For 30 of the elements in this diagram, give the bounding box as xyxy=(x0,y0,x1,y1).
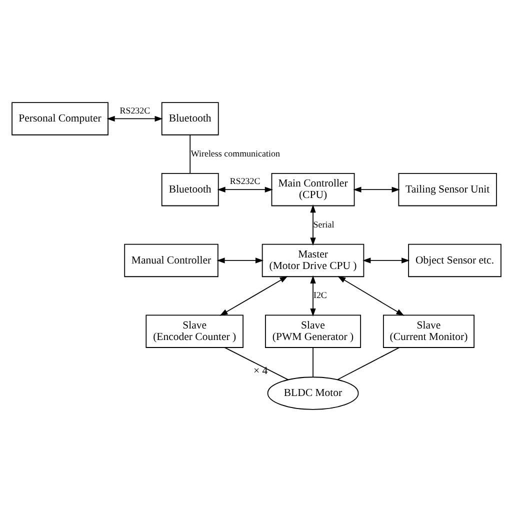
edge-label: Wireless communication xyxy=(190,148,280,158)
node-box: Slave (Encoder Counter ) xyxy=(146,314,244,348)
node-box: Master (Motor Drive CPU ) xyxy=(262,244,364,278)
node-box: Object Sensor etc. xyxy=(408,244,502,278)
edge-label: Serial xyxy=(313,219,334,230)
node-box: Personal Computer xyxy=(12,102,108,136)
edge-label: RS232C xyxy=(120,105,150,116)
node-ellipse: BLDC Motor xyxy=(267,376,359,410)
arrow xyxy=(216,258,264,264)
connector xyxy=(190,134,191,174)
node-box: Bluetooth xyxy=(161,173,219,206)
node-box: Slave (Current Monitor) xyxy=(383,314,474,348)
arrow xyxy=(106,116,163,122)
connector xyxy=(337,347,400,380)
edge-label: RS232C xyxy=(230,176,260,186)
connector xyxy=(312,347,314,378)
arrow xyxy=(220,276,288,316)
node-box: Bluetooth xyxy=(161,102,219,136)
arrow xyxy=(310,204,316,246)
edge-label: I2C xyxy=(313,290,327,300)
connector xyxy=(224,347,289,380)
node-box: Tailing Sensor Unit xyxy=(398,173,497,206)
arrow xyxy=(362,258,410,264)
arrow xyxy=(310,275,316,317)
node-box: Manual Controller xyxy=(124,244,218,278)
arrow xyxy=(338,276,404,316)
arrow xyxy=(353,186,400,192)
node-box: Main Controller (CPU) xyxy=(271,173,355,206)
node-box: Slave (PWM Generator ) xyxy=(265,314,362,348)
arrow xyxy=(217,186,273,192)
